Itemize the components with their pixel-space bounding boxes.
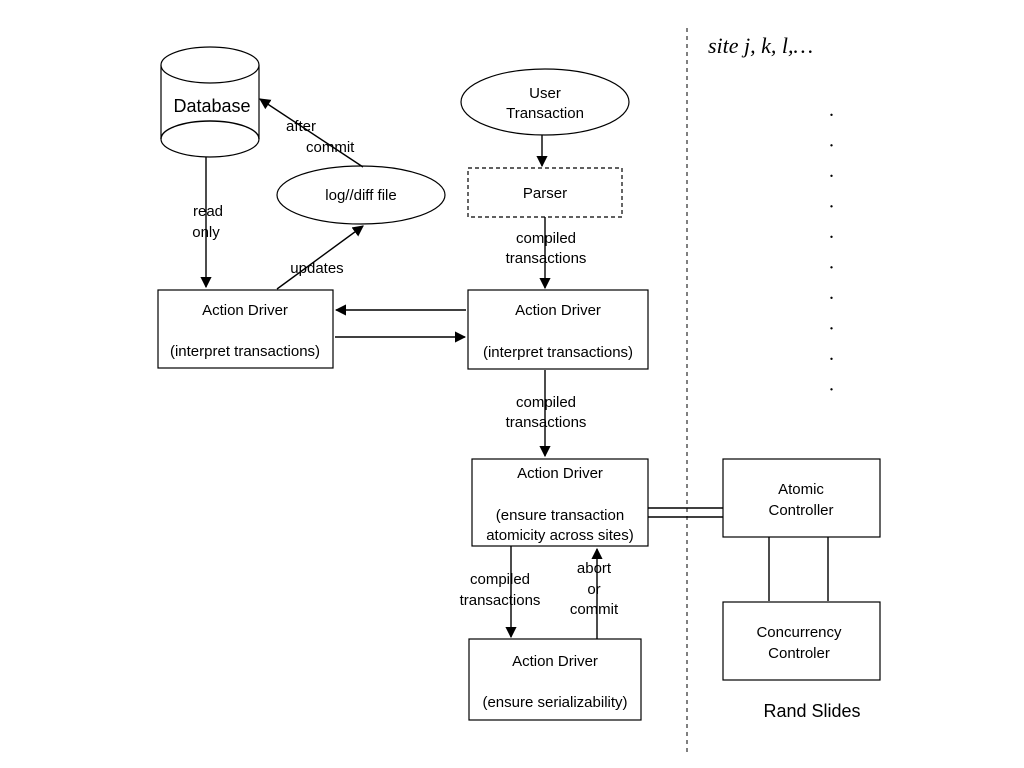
serializability-driver-title: Action Driver	[512, 653, 598, 670]
log-file-node: log//diff file	[276, 165, 446, 225]
continuation-dot: .	[829, 374, 834, 396]
concurrency-controller-line1: Concurrency	[756, 624, 842, 641]
continuation-dots: ..........	[829, 99, 834, 396]
serializability-action-driver: Action Driver (ensure serializability)	[468, 638, 642, 721]
local-action-driver: Action Driver (interpret transactions)	[157, 289, 334, 369]
edge-local-driver-to-log	[276, 225, 364, 290]
continuation-dot: .	[829, 160, 834, 182]
edge-label-abort: abort	[577, 560, 612, 577]
serializability-driver-subtitle: (ensure serializability)	[482, 694, 627, 711]
edge-label-compiled-2a: compiled	[516, 394, 576, 411]
edge-log-to-database	[259, 98, 364, 168]
database-cylinder: Database	[160, 46, 260, 158]
edge-label-read: read	[193, 203, 223, 220]
local-driver-title: Action Driver	[202, 302, 288, 319]
edge-label-compiled-1a: compiled	[516, 230, 576, 247]
continuation-dot: .	[829, 343, 834, 365]
atomicity-action-driver: Action Driver (ensure transaction atomic…	[471, 458, 649, 547]
continuation-dot: .	[829, 252, 834, 274]
remote-driver-subtitle: (interpret transactions)	[483, 344, 633, 361]
edge-label-updates: updates	[290, 260, 343, 277]
edge-label-compiled-2b: transactions	[506, 414, 587, 431]
edge-label-compiled-3a: compiled	[470, 571, 530, 588]
user-transaction-line2: Transaction	[506, 105, 584, 122]
continuation-dot: .	[829, 313, 834, 335]
atomic-controller: Atomic Controller	[722, 458, 881, 538]
concurrency-controller-line2: Controler	[768, 645, 830, 662]
database-label: Database	[173, 96, 250, 116]
atomic-controller-line2: Controller	[768, 502, 833, 519]
edge-label-commit-2: commit	[570, 601, 619, 618]
concurrency-controller: Concurrency Controler	[722, 601, 881, 681]
user-transaction-node: User Transaction	[460, 68, 630, 136]
log-file-label: log//diff file	[325, 187, 396, 204]
edge-label-or: or	[587, 581, 600, 598]
atomicity-driver-subtitle-1: (ensure transaction	[496, 507, 624, 524]
atomicity-driver-subtitle-2: atomicity across sites)	[486, 527, 634, 544]
remote-action-driver: Action Driver (interpret transactions)	[467, 289, 649, 370]
parser-label: Parser	[523, 185, 567, 202]
local-driver-subtitle: (interpret transactions)	[170, 343, 320, 360]
continuation-dot: .	[829, 191, 834, 213]
remote-driver-title: Action Driver	[515, 302, 601, 319]
edge-label-after: after	[286, 118, 316, 135]
site-label: site j, k, l,…	[708, 33, 813, 58]
atomicity-driver-title: Action Driver	[517, 465, 603, 482]
edge-label-compiled-3b: transactions	[460, 592, 541, 609]
continuation-dot: .	[829, 221, 834, 243]
parser-node: Parser	[467, 167, 623, 218]
edge-label-commit: commit	[306, 139, 355, 156]
continuation-dot: .	[829, 282, 834, 304]
footer-label: Rand Slides	[763, 701, 860, 721]
user-transaction-line1: User	[529, 85, 561, 102]
continuation-dot: .	[829, 99, 834, 121]
edge-label-only: only	[192, 224, 220, 241]
atomic-controller-line1: Atomic	[778, 481, 824, 498]
edge-label-compiled-1b: transactions	[506, 250, 587, 267]
continuation-dot: .	[829, 130, 834, 152]
